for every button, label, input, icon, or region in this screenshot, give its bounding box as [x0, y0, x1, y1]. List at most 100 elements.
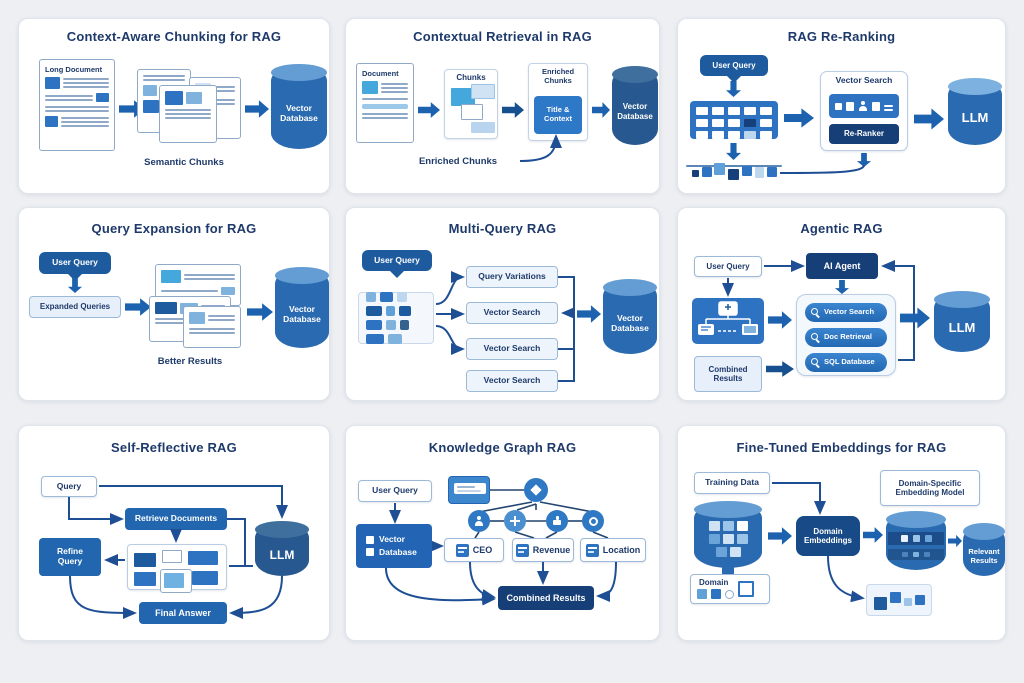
bullet-square	[366, 548, 374, 557]
query-box: Query	[41, 476, 97, 497]
arrow-tools-to-llm	[900, 307, 930, 329]
panel-self-reflective: Self-Reflective RAG Query Retrieve Docum…	[18, 425, 330, 641]
tuned-database-cylinder	[886, 511, 946, 570]
vector-search-box-2: Vector Search	[466, 338, 558, 360]
arrow-enriched-to-db	[592, 102, 610, 118]
vector-database-cylinder: Vector Database	[603, 279, 657, 354]
training-data-box: Training Data	[694, 472, 770, 494]
chunk-square-pale	[471, 84, 495, 99]
result-icon	[872, 101, 880, 111]
arrow-query-to-matrix	[726, 81, 741, 97]
plus-icon	[510, 516, 520, 526]
arrow-doc-to-chunks	[418, 102, 440, 118]
panel-title: Contextual Retrieval in RAG	[413, 29, 592, 44]
better-results-label: Better Results	[157, 356, 223, 367]
model-note-box: Domain-Specific Embedding Model	[880, 470, 980, 506]
document-icon: Document	[356, 63, 414, 143]
tools-panel: Vector Search Doc Retrieval SQL Database	[796, 294, 896, 376]
reranker-button: Re-Ranker	[829, 124, 899, 144]
domain-grid	[702, 518, 754, 560]
user-query-bubble: User Query	[700, 55, 768, 76]
llm-cylinder: LLM	[255, 521, 309, 576]
arrow-search-to-llm	[914, 108, 944, 130]
workflow-icon	[698, 301, 758, 335]
vector-database-label: Vector Database	[611, 312, 649, 333]
relevant-results-cylinder: Relevant Results	[963, 523, 1005, 576]
panel-title: Fine-Tuned Embeddings for RAG	[736, 440, 947, 455]
vector-search-box-3: Vector Search	[466, 370, 558, 392]
relevant-results-label: Relevant Results	[968, 547, 1000, 565]
doc-chunk	[162, 550, 182, 563]
query-variations-matrix	[358, 292, 434, 344]
expanded-queries-box: Expanded Queries	[29, 296, 121, 318]
graph-node-thumb	[546, 510, 568, 532]
arrow-results-to-db	[247, 303, 273, 321]
chunk-square-cyan	[451, 88, 475, 106]
llm-cylinder: LLM	[934, 291, 990, 352]
embedded-chunks-box	[866, 584, 932, 616]
graph-node-root	[524, 478, 548, 502]
doc-chunk	[134, 553, 156, 567]
sparkle-icon	[530, 484, 542, 496]
vector-database-box: Vector Database	[356, 524, 432, 568]
ranked-chunk	[742, 166, 752, 176]
tool-label: SQL Database	[824, 357, 875, 367]
vector-database-label: Vector Database	[617, 102, 653, 121]
arrow-chunks-to-db	[245, 100, 269, 118]
card-line	[457, 486, 475, 488]
tool-label: Doc Retrieval	[824, 332, 872, 342]
person-icon	[474, 516, 484, 526]
user-query-box: User Query	[694, 256, 762, 277]
ranked-chunk	[692, 170, 699, 177]
tool-sql-database: SQL Database	[805, 353, 887, 372]
panel-title: Context-Aware Chunking for RAG	[66, 29, 282, 44]
entity-label: Location	[602, 544, 641, 555]
tool-doc-retrieval: Doc Retrieval	[805, 328, 887, 347]
arrow-data-to-embeddings	[768, 527, 792, 545]
panel-title: Multi-Query RAG	[448, 221, 557, 236]
panel-multi-query: Multi-Query RAG User Query Query Variati…	[345, 207, 660, 401]
entity-icon	[515, 543, 529, 557]
arrow-db-to-results	[948, 534, 962, 548]
domain-box: Domain	[690, 574, 770, 604]
workflow-box	[692, 298, 764, 344]
panel-title: Knowledge Graph RAG	[428, 440, 577, 455]
enriched-chunks-callout: Enriched Chunks	[418, 156, 498, 167]
result-icon	[846, 101, 854, 111]
panel-agentic-rag: Agentic RAG User Query AI Agent	[677, 207, 1006, 401]
combined-results-box: Combined Results	[694, 356, 762, 392]
panel-rag-reranking: RAG Re-Ranking User Query Vector Search	[677, 18, 1006, 194]
equals-icon	[884, 105, 893, 107]
vector-database-cylinder: Vector Database	[612, 66, 658, 145]
divider-line	[686, 165, 782, 167]
domain-label: Domain	[699, 578, 729, 587]
documents-cluster	[127, 544, 227, 593]
panel-context-aware-chunking: Context-Aware Chunking for RAG Long Docu…	[18, 18, 330, 194]
thumbs-up-icon	[552, 516, 562, 526]
arrow-chunks-to-enriched	[502, 102, 524, 118]
vector-search-box-1: Vector Search	[466, 302, 558, 324]
long-document-label: Long Document	[45, 65, 103, 74]
vdb-label-line2: Database	[379, 546, 417, 557]
graph-node-person	[468, 510, 490, 532]
vector-search-panel: Vector Search Re-Ranker	[820, 71, 908, 151]
vector-database-cylinder: Vector Database	[271, 64, 327, 149]
arrow-expanded-to-results	[125, 298, 151, 316]
refine-query-box: Refine Query	[39, 538, 101, 576]
llm-label: LLM	[961, 110, 989, 126]
ranked-chunk	[767, 167, 777, 177]
chunk-square-sky	[471, 122, 495, 133]
entity-label: Revenue	[532, 544, 571, 555]
arrow-combined-to-sql	[766, 361, 794, 377]
ranked-chunk	[702, 167, 712, 177]
person-icon	[858, 101, 868, 111]
chunk-page-front	[159, 85, 217, 143]
doc-chunk	[134, 572, 156, 586]
doc-chunk	[192, 571, 218, 585]
enriched-chunks-header: Enriched Chunks	[541, 67, 575, 85]
magnifier-icon	[811, 308, 820, 317]
long-document-icon: Long Document	[39, 59, 115, 151]
arrow-searches-to-db	[577, 305, 601, 323]
db-band-2	[888, 549, 944, 560]
